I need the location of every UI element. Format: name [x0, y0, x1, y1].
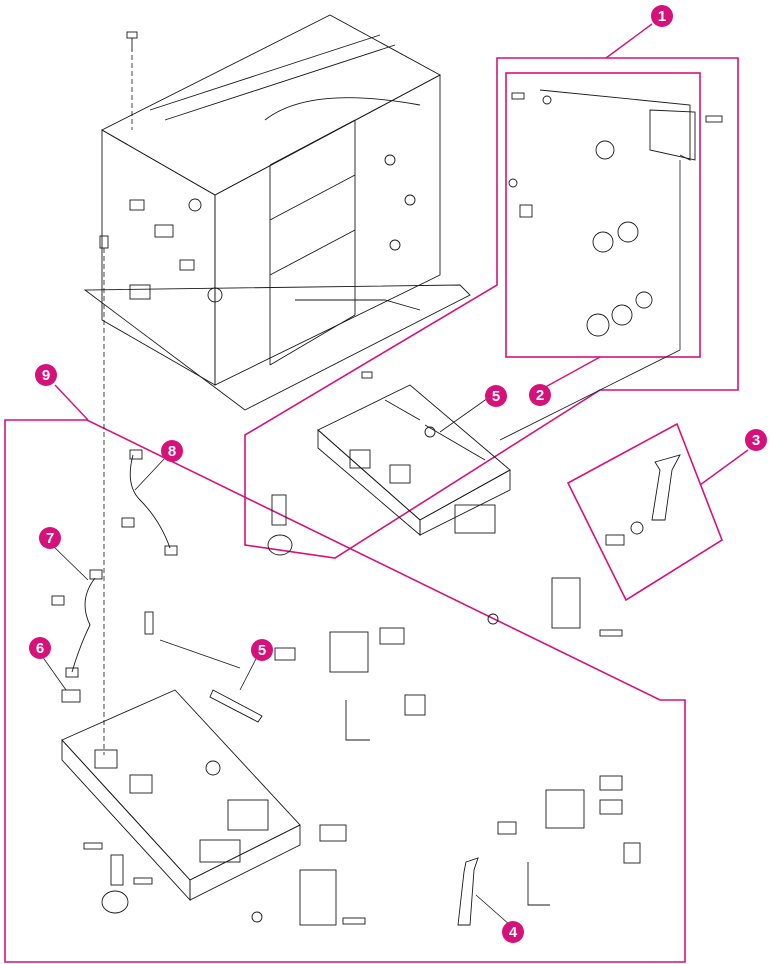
connector-icon: [130, 450, 142, 459]
callout-number: 3: [752, 432, 760, 449]
connector-icon: [624, 843, 640, 863]
callout-1: 1: [651, 5, 673, 27]
bracket-icon: [520, 205, 532, 217]
frame-assembly-3: [568, 424, 722, 600]
connector-icon: [66, 668, 78, 677]
spring-icon: [498, 822, 516, 834]
screw-icon: [706, 116, 722, 122]
screw-icon: [343, 918, 365, 924]
connector-icon: [405, 695, 425, 715]
shaft-icon: [210, 690, 262, 722]
callout-number: 5: [492, 388, 500, 405]
gear-icon: [636, 292, 652, 308]
connector-icon: [165, 546, 177, 555]
bushing-icon: [268, 535, 292, 555]
spring-icon: [275, 648, 295, 660]
callout-number: 7: [46, 530, 54, 547]
callout-number: 9: [42, 367, 50, 384]
callout-6: 6: [29, 637, 51, 659]
paper-feed-assembly-upper: [268, 372, 622, 636]
gear-icon: [596, 141, 614, 159]
lever-icon: [458, 858, 478, 925]
paper-feed-assembly-lower: [62, 612, 640, 925]
group-frames: [5, 58, 738, 962]
callout-number: 1: [658, 8, 666, 25]
connector-icon: [52, 596, 64, 605]
connector-icon: [90, 570, 102, 579]
frame-assembly-9: [5, 420, 685, 962]
nut-icon: [631, 522, 643, 534]
screw-icon: [512, 93, 524, 99]
callout-2: 2: [529, 384, 551, 406]
spring-icon: [206, 761, 220, 775]
frame-assembly-1: [245, 58, 738, 558]
callout-number: 5: [258, 642, 266, 659]
callout-number: 2: [536, 387, 544, 404]
lever-assembly-3: [606, 455, 680, 545]
callout-3: 3: [745, 429, 767, 451]
screw-icon: [600, 630, 622, 636]
nut-icon: [543, 96, 551, 104]
clip-icon: [320, 825, 346, 841]
nut-icon: [509, 179, 517, 187]
callout-5: 5: [485, 385, 507, 407]
screw-icon: [362, 372, 372, 378]
flag-icon: [380, 628, 404, 644]
nut-icon: [252, 912, 262, 922]
bushing-icon: [102, 891, 128, 913]
spring-icon: [606, 535, 624, 545]
screw-icon: [100, 236, 108, 248]
callouts: 1 2 3 4 5 5 6 7 8 9: [29, 5, 767, 943]
main-chassis-frame: [85, 15, 470, 410]
connector-icon: [62, 690, 80, 702]
screw-icon: [84, 843, 102, 849]
callout-7: 7: [39, 527, 61, 549]
spring-icon: [600, 800, 622, 814]
callout-5: 5: [251, 639, 273, 661]
screw-icon: [145, 612, 153, 634]
frame-gear-assembly-2: [506, 73, 700, 357]
connector-icon: [122, 518, 134, 527]
sensor-icon: [546, 790, 584, 828]
wire-harnesses: [52, 450, 177, 702]
callout-4: 4: [502, 921, 524, 943]
spring-icon: [111, 855, 123, 885]
bracket-icon: [300, 870, 336, 925]
gear-icon: [618, 222, 638, 242]
screw-icon: [134, 878, 152, 884]
lever-icon: [652, 455, 680, 520]
gear-icon: [587, 314, 609, 336]
spring-icon: [160, 640, 240, 668]
callout-number: 8: [168, 443, 176, 460]
callout-number: 6: [36, 640, 44, 657]
bracket-icon: [552, 578, 580, 628]
callout-number: 4: [509, 924, 518, 941]
gear-icon: [612, 305, 632, 325]
callout-8: 8: [161, 440, 183, 462]
spring-icon: [272, 495, 286, 525]
callout-9: 9: [35, 364, 57, 386]
flag-icon: [600, 776, 622, 790]
gear-icon: [593, 232, 613, 252]
sensor-icon: [330, 632, 368, 672]
